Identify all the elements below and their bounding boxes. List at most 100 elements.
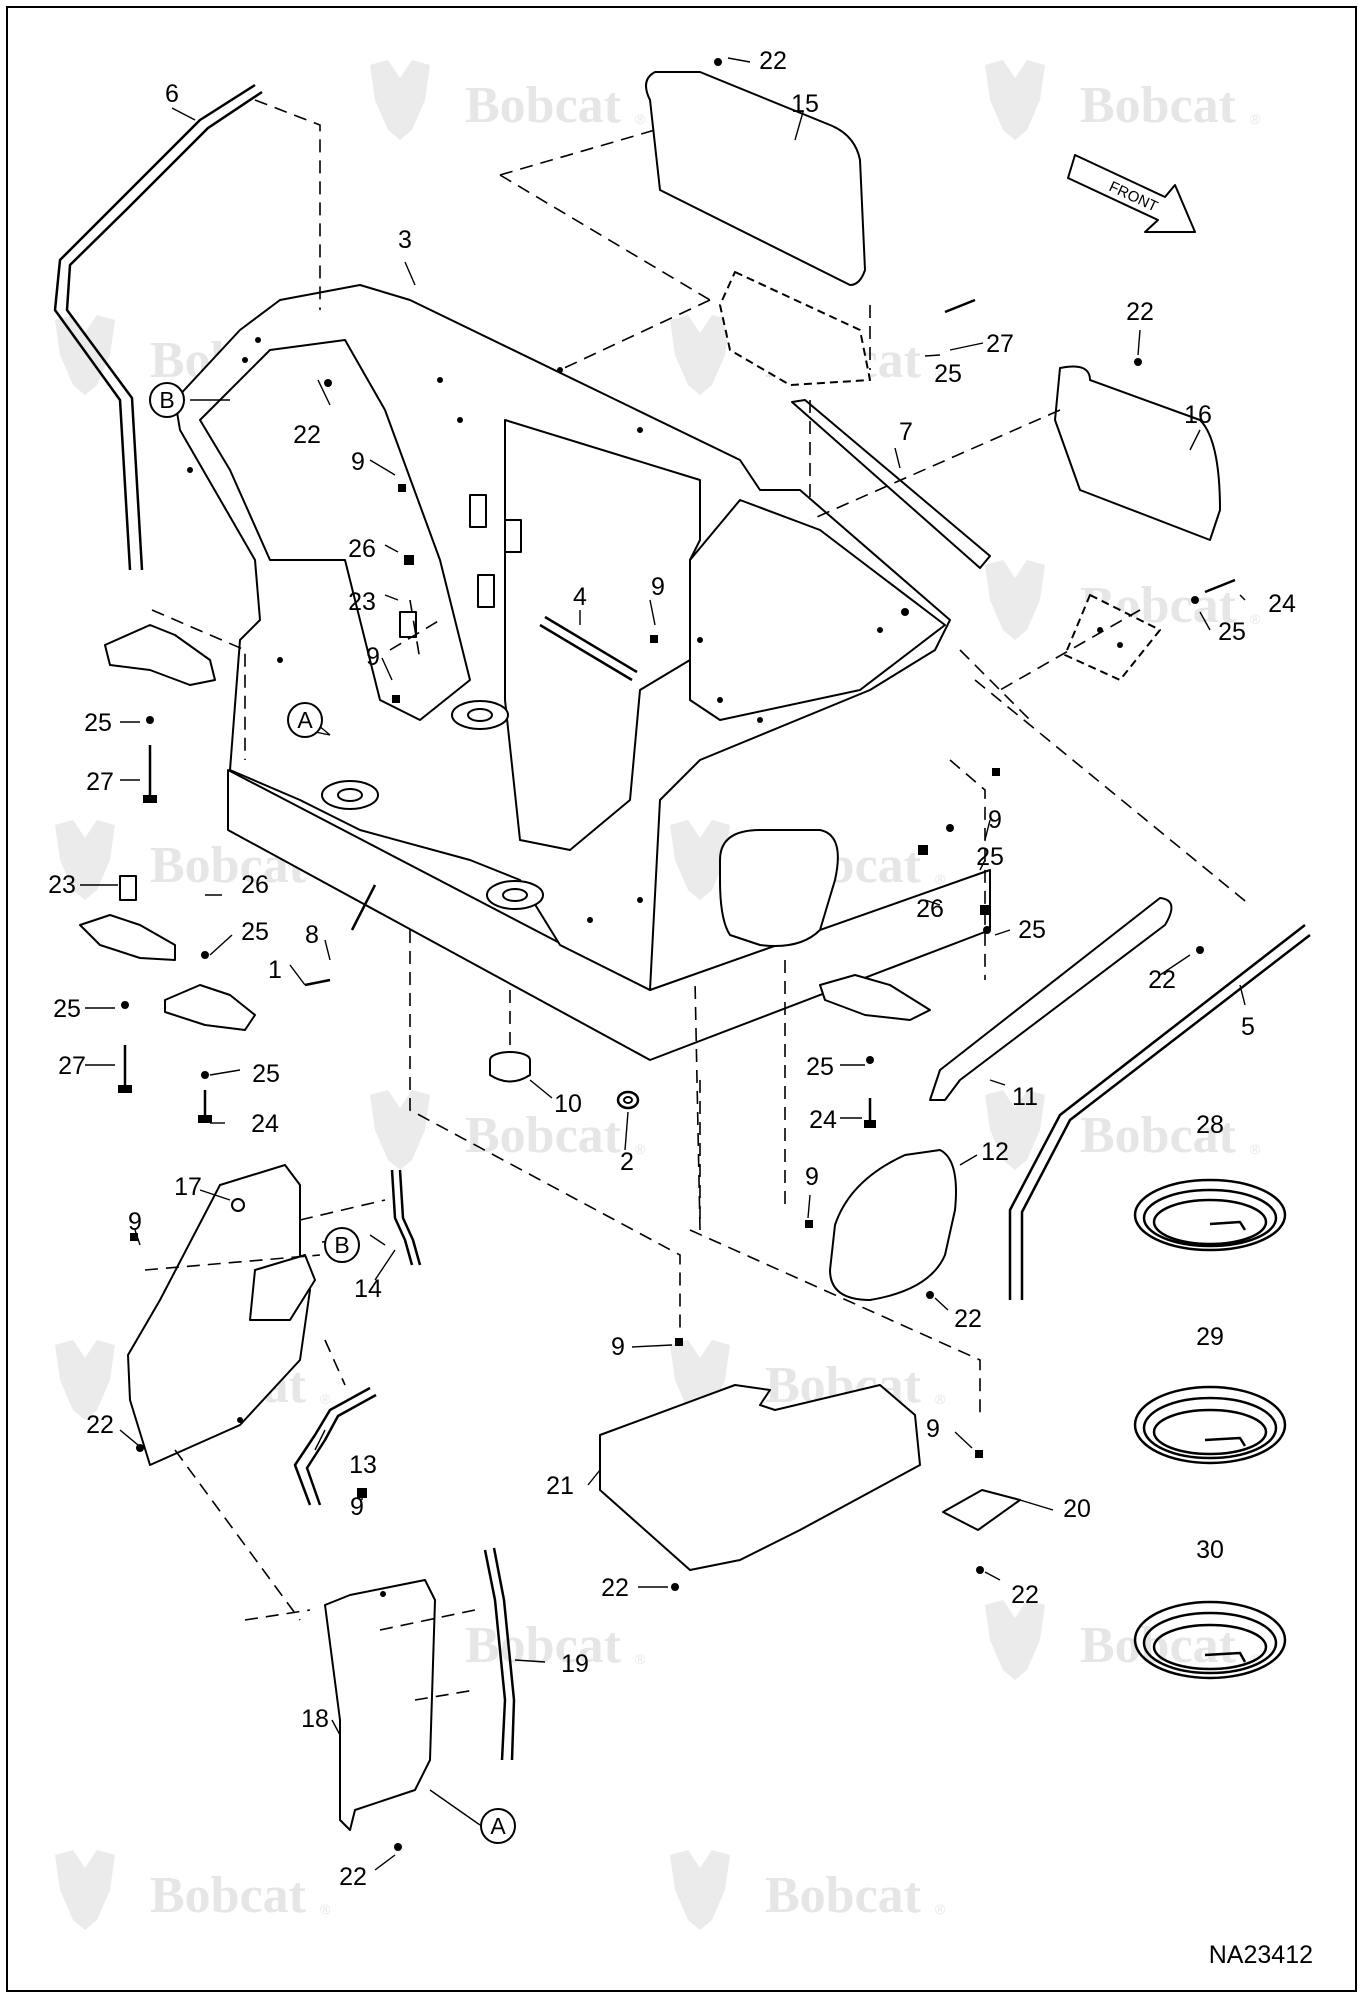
watermark-reg-mark: ®: [635, 111, 646, 127]
watermark-reg-mark: ®: [935, 1391, 946, 1407]
watermark-reg-mark: ®: [935, 1901, 946, 1917]
bobcat-logo-icon: [985, 1600, 1045, 1680]
bobcat-logo-icon: [985, 560, 1045, 640]
seal-strip-11: [929, 897, 1173, 1101]
callout-27-left-2: 27: [58, 1052, 86, 1080]
drawing-number: NA23412: [1208, 1941, 1313, 1969]
callout-20: 20: [1063, 1495, 1091, 1523]
seal-roll-29: [1133, 1385, 1287, 1465]
circle-label-b-2: B: [334, 1232, 349, 1258]
hardware-mounts: [79, 58, 1236, 1851]
callout-labels: 6 3 22 15 27 25 22 16 7 24 25 22 9 26 23…: [48, 47, 1296, 1891]
callout-leaders: [80, 57, 1246, 1871]
bobcat-logo-icon: [985, 60, 1045, 140]
bobcat-logo-icon: [670, 315, 730, 395]
watermark-brand: Bobcat: [465, 1617, 622, 1674]
callout-9-panel-18: 9: [350, 1493, 364, 1521]
bobcat-logo-icon: [55, 820, 115, 900]
watermark-brand: Bobcat: [465, 77, 622, 134]
watermark-reg-mark: ®: [1250, 611, 1261, 627]
panel-17: [127, 1164, 316, 1466]
callout-22-panel-17: 22: [86, 1411, 114, 1439]
callout-27-left-1: 27: [86, 768, 114, 796]
watermark-tile: Bobcat®: [370, 1090, 646, 1170]
callout-12: 12: [981, 1138, 1009, 1166]
bobcat-logo-icon: [370, 60, 430, 140]
callout-9-panel-17: 9: [128, 1208, 142, 1236]
callout-25-left-2: 25: [241, 918, 269, 946]
callout-30: 30: [1196, 1536, 1224, 1564]
callout-18: 18: [301, 1705, 329, 1733]
callout-28: 28: [1196, 1111, 1224, 1139]
callout-26-right: 26: [916, 895, 944, 923]
watermark-reg-mark: ®: [1250, 111, 1261, 127]
callout-25-right: 25: [1218, 618, 1246, 646]
callout-10: 10: [554, 1090, 582, 1118]
seal-strip-5: [1008, 924, 1311, 1300]
watermark-brand: Bobcat: [765, 1867, 922, 1924]
callout-21: 21: [546, 1472, 574, 1500]
bobcat-logo-icon: [670, 820, 730, 900]
seal-strip-19: [483, 1547, 516, 1761]
callout-11: 11: [1012, 1083, 1038, 1111]
callout-25-right-mid: 25: [976, 843, 1004, 871]
seal-strip-6: [53, 83, 263, 571]
bobcat-logo-icon: [670, 1850, 730, 1930]
callout-15: 15: [791, 90, 819, 118]
callout-9-right: 9: [988, 806, 1002, 834]
callout-22-plate-20: 22: [1011, 1581, 1039, 1609]
callout-3: 3: [398, 226, 412, 254]
circle-label-a-2: A: [490, 1813, 506, 1839]
callout-25-top: 25: [934, 360, 962, 388]
callout-16: 16: [1184, 401, 1212, 429]
watermark-reg-mark: ®: [1250, 1141, 1261, 1157]
callout-22-panel-12: 22: [954, 1305, 982, 1333]
watermark-layer: Bobcat®Bobcat®Bobcat®Bobcat®Bobcat®Bobca…: [55, 60, 1261, 1930]
mount-bracket-top: [719, 271, 871, 386]
callout-9-center: 9: [651, 573, 665, 601]
seal-strip-14: [390, 1169, 422, 1266]
floor-plate-20: [942, 1489, 1021, 1531]
callout-6: 6: [165, 80, 179, 108]
panel-12: [829, 1149, 957, 1301]
watermark-tile: Bobcat®: [985, 1090, 1261, 1170]
watermark-reg-mark: ®: [320, 1901, 331, 1917]
callout-25-right-low: 25: [1018, 916, 1046, 944]
circle-label-b-1: B: [159, 387, 174, 413]
callout-13: 13: [349, 1451, 377, 1479]
callout-7: 7: [899, 418, 913, 446]
bobcat-logo-icon: [985, 1090, 1045, 1170]
bobcat-logo-icon: [55, 1850, 115, 1930]
callout-4: 4: [573, 583, 587, 611]
watermark-reg-mark: ®: [635, 1141, 646, 1157]
callout-29: 29: [1196, 1323, 1224, 1351]
front-direction-arrow: FRONT: [1067, 154, 1196, 233]
callout-25-left-4: 25: [252, 1060, 280, 1088]
panel-15: [645, 71, 866, 286]
watermark-brand: Bobcat: [150, 1867, 307, 1924]
assembly-dashed-lines: [144, 99, 1251, 1701]
callout-26-left: 26: [241, 871, 269, 899]
floor-mat-21: [599, 1384, 921, 1571]
seal-roll-28: [1133, 1178, 1287, 1252]
callout-19: 19: [561, 1650, 589, 1678]
callout-9-plate-20: 9: [926, 1415, 940, 1443]
diagram-border: [6, 6, 1357, 1992]
callout-25-left-1: 25: [84, 709, 112, 737]
callout-22-left: 22: [293, 421, 321, 449]
watermark-reg-mark: ®: [935, 871, 946, 887]
watermark-tile: Bobcat ®: [670, 1850, 946, 1930]
callout-22-upper-right: 22: [1126, 298, 1154, 326]
callout-9-left-mid: 9: [366, 643, 380, 671]
callout-14: 14: [354, 1275, 382, 1303]
seal-strip-7: [791, 399, 991, 569]
callout-9-panel-12: 9: [805, 1163, 819, 1191]
watermark-tile: Bobcat®: [985, 1600, 1261, 1680]
mount-bracket-right: [1064, 594, 1161, 681]
circle-label-a-1: A: [297, 707, 313, 733]
bobcat-logo-icon: [55, 315, 115, 395]
callout-25-right-plate: 25: [806, 1053, 834, 1081]
callout-22-mat: 22: [601, 1574, 629, 1602]
seal-strip-13: [293, 1386, 377, 1506]
